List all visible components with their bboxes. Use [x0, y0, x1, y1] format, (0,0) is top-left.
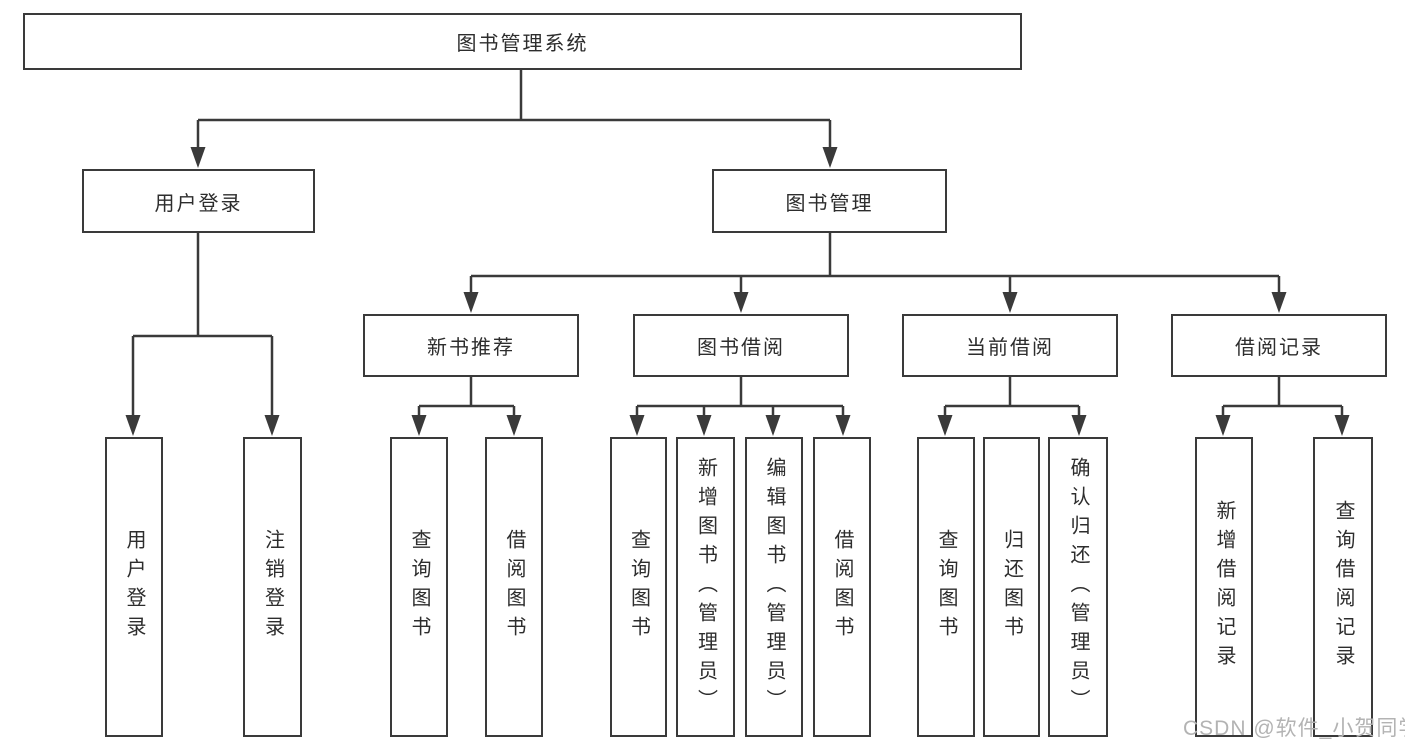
node-borrow-records: 借阅记录: [1171, 314, 1387, 377]
node-leaf-query-books-borrow: 查询图书: [610, 437, 667, 737]
node-leaf-logout: 注销登录: [243, 437, 302, 737]
node-leaf-borrow-books-recommend: 借阅图书: [485, 437, 543, 737]
node-leaf-add-borrow-record-label: 新增借阅记录: [1213, 500, 1235, 674]
node-book-borrow-label: 图书借阅: [697, 337, 785, 359]
node-leaf-query-borrow-record: 查询借阅记录: [1313, 437, 1373, 737]
node-user-login-label: 用户登录: [154, 192, 243, 215]
node-borrow-records-label: 借阅记录: [1235, 337, 1323, 359]
node-leaf-add-borrow-record: 新增借阅记录: [1195, 437, 1253, 737]
node-leaf-logout-label: 注销登录: [261, 529, 284, 645]
node-leaf-borrow-books-recommend-label: 借阅图书: [503, 529, 525, 645]
node-user-login: 用户登录: [82, 169, 315, 233]
node-leaf-query-books-borrow-label: 查询图书: [627, 529, 650, 645]
node-leaf-query-borrow-record-label: 查询借阅记录: [1332, 500, 1354, 674]
csdn-watermark: CSDN @软件_小贺同学: [1183, 717, 1405, 740]
node-root: 图书管理系统: [23, 13, 1022, 70]
node-leaf-borrow-books: 借阅图书: [813, 437, 871, 737]
node-leaf-confirm-return-admin: 确认归还（管理员）: [1048, 437, 1108, 737]
node-new-book-recommend-label: 新书推荐: [427, 337, 515, 359]
arrowheads: [125, 147, 1350, 436]
node-root-label: 图书管理系统: [456, 33, 589, 55]
node-leaf-add-book-admin: 新增图书（管理员）: [676, 437, 735, 737]
node-leaf-query-books-recommend-label: 查询图书: [408, 529, 430, 645]
node-new-book-recommend: 新书推荐: [363, 314, 579, 377]
node-leaf-confirm-return-admin-label: 确认归还（管理员）: [1067, 456, 1089, 718]
node-leaf-query-books-recommend: 查询图书: [390, 437, 448, 737]
node-leaf-return-book-label: 归还图书: [1000, 529, 1023, 645]
node-current-borrow-label: 当前借阅: [966, 337, 1054, 359]
node-leaf-query-books-current: 查询图书: [917, 437, 975, 737]
node-leaf-user-login-label: 用户登录: [123, 529, 145, 645]
node-leaf-return-book: 归还图书: [983, 437, 1040, 737]
node-leaf-add-book-admin-label: 新增图书（管理员）: [694, 456, 717, 718]
node-book-management-label: 图书管理: [785, 192, 874, 215]
node-current-borrow: 当前借阅: [902, 314, 1118, 377]
node-leaf-edit-book-admin: 编辑图书（管理员）: [745, 437, 803, 737]
node-leaf-edit-book-admin-label: 编辑图书（管理员）: [763, 456, 785, 718]
node-book-borrow: 图书借阅: [633, 314, 849, 377]
node-leaf-user-login: 用户登录: [105, 437, 163, 737]
node-leaf-query-books-current-label: 查询图书: [935, 529, 957, 645]
node-book-management: 图书管理: [712, 169, 947, 233]
node-leaf-borrow-books-label: 借阅图书: [831, 529, 853, 645]
